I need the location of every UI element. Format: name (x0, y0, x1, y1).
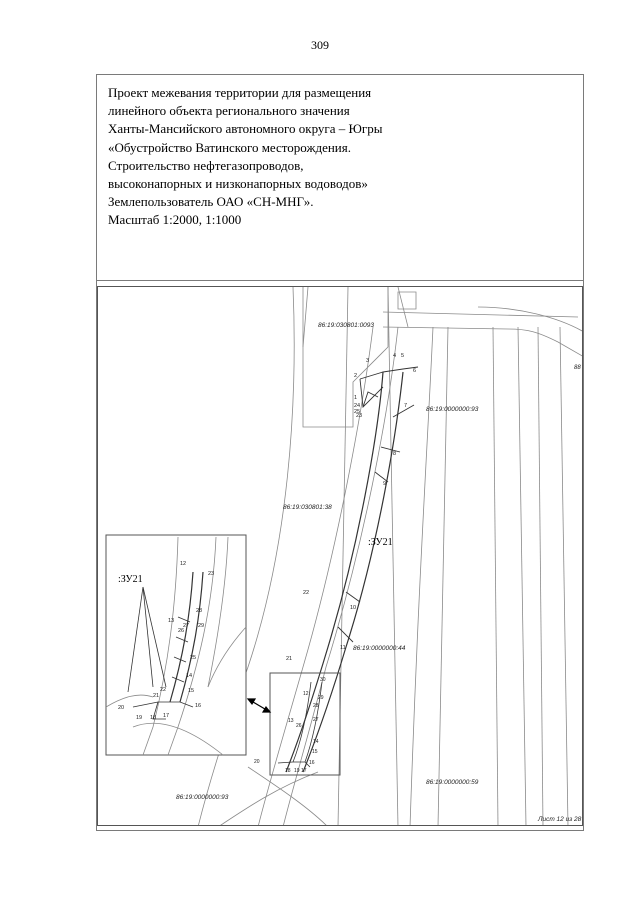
point-label: 9 (383, 481, 386, 487)
point-label: 1 (354, 395, 357, 401)
map-drawing: 86:19:030801:0093 86:19:0000000:93 86:19… (105, 287, 582, 825)
cadastral-map: 86:19:030801:0093 86:19:0000000:93 86:19… (97, 286, 583, 826)
point-label: 5 (401, 353, 404, 359)
point-label: 8 (393, 451, 396, 457)
title-line: Строительство нефтегазопроводов, (108, 157, 304, 173)
point-label: 21 (153, 693, 159, 699)
point-label: 4 (393, 353, 396, 359)
point-label: 20 (118, 705, 124, 711)
parcel-label: 86:19:030801:38 (283, 504, 332, 511)
point-label: 28 (313, 703, 319, 709)
point-label: 16 (309, 760, 315, 766)
point-label: 15 (188, 688, 194, 694)
point-label: 14 (313, 739, 319, 745)
point-label: 12 (303, 691, 309, 697)
point-label: 29 (198, 623, 204, 629)
point-label: 25 (354, 409, 360, 415)
point-label: 27 (183, 623, 189, 629)
point-label: 10 (350, 605, 356, 611)
point-label: 27 (313, 717, 319, 723)
point-label: 19 (136, 715, 142, 721)
title-divider (96, 280, 584, 281)
point-label: 26 (178, 628, 184, 634)
point-label: 18 (150, 715, 156, 721)
sheet-label: Лист 12 из 28 (537, 816, 582, 823)
point-label: 23 (356, 413, 362, 419)
point-label: 22 (303, 590, 309, 596)
point-label: 18 (285, 768, 291, 774)
title-block: Проект межевания территории для размещен… (108, 84, 568, 230)
point-label: 11 (340, 645, 346, 651)
parcel-label: 86:19:0000000:59 (426, 779, 479, 786)
page-number: 309 (311, 38, 329, 52)
point-label: 23 (208, 571, 214, 577)
point-label: 19 (294, 768, 300, 774)
inset-zone-label: :ЗУ21 (118, 574, 143, 585)
point-label: 14 (186, 673, 192, 679)
point-label: 22 (160, 687, 166, 693)
point-label: 17 (301, 768, 307, 774)
point-label: 12 (180, 561, 186, 567)
point-label: 13 (168, 618, 174, 624)
title-line: Масштаб 1:2000, 1:1000 (108, 212, 242, 228)
point-label: 25 (190, 655, 196, 661)
point-label: 26 (296, 723, 302, 729)
point-label: 15 (312, 749, 318, 755)
title-line: линейного объекта регионального значения (108, 103, 350, 119)
point-label: 13 (288, 718, 294, 724)
title-line: высоконапорных и низконапорных водоводов… (108, 176, 368, 192)
edge-label: 88 (574, 365, 581, 371)
point-label: 16 (195, 703, 201, 709)
title-line: Ханты-Мансийского автономного округа – Ю… (108, 121, 383, 137)
point-label: 21 (286, 656, 292, 662)
parcel-label: 86:19:0000000:44 (353, 645, 406, 652)
point-label: 3 (366, 358, 369, 364)
point-label: 17 (163, 713, 169, 719)
parcel-label: 86:19:0000000:93 (176, 794, 229, 801)
point-label: 29 (318, 695, 324, 701)
point-label: 30 (320, 677, 326, 683)
title-line: Проект межевания территории для размещен… (108, 85, 372, 100)
point-label: 20 (254, 759, 260, 765)
title-line: «Обустройство Ватинского месторождения. (108, 139, 351, 155)
point-label: 6 (413, 368, 416, 374)
zone-label: :ЗУ21 (368, 537, 393, 548)
parcel-label: 86:19:0000000:93 (426, 406, 479, 413)
point-label: 24 (354, 403, 360, 409)
point-label: 7 (404, 403, 407, 409)
document-frame (96, 74, 584, 831)
point-label: 2 (354, 373, 357, 379)
point-label: 28 (196, 608, 202, 614)
parcel-label: 86:19:030801:0093 (318, 322, 374, 329)
title-line: Землепользователь ОАО «СН-МНГ». (108, 194, 314, 210)
